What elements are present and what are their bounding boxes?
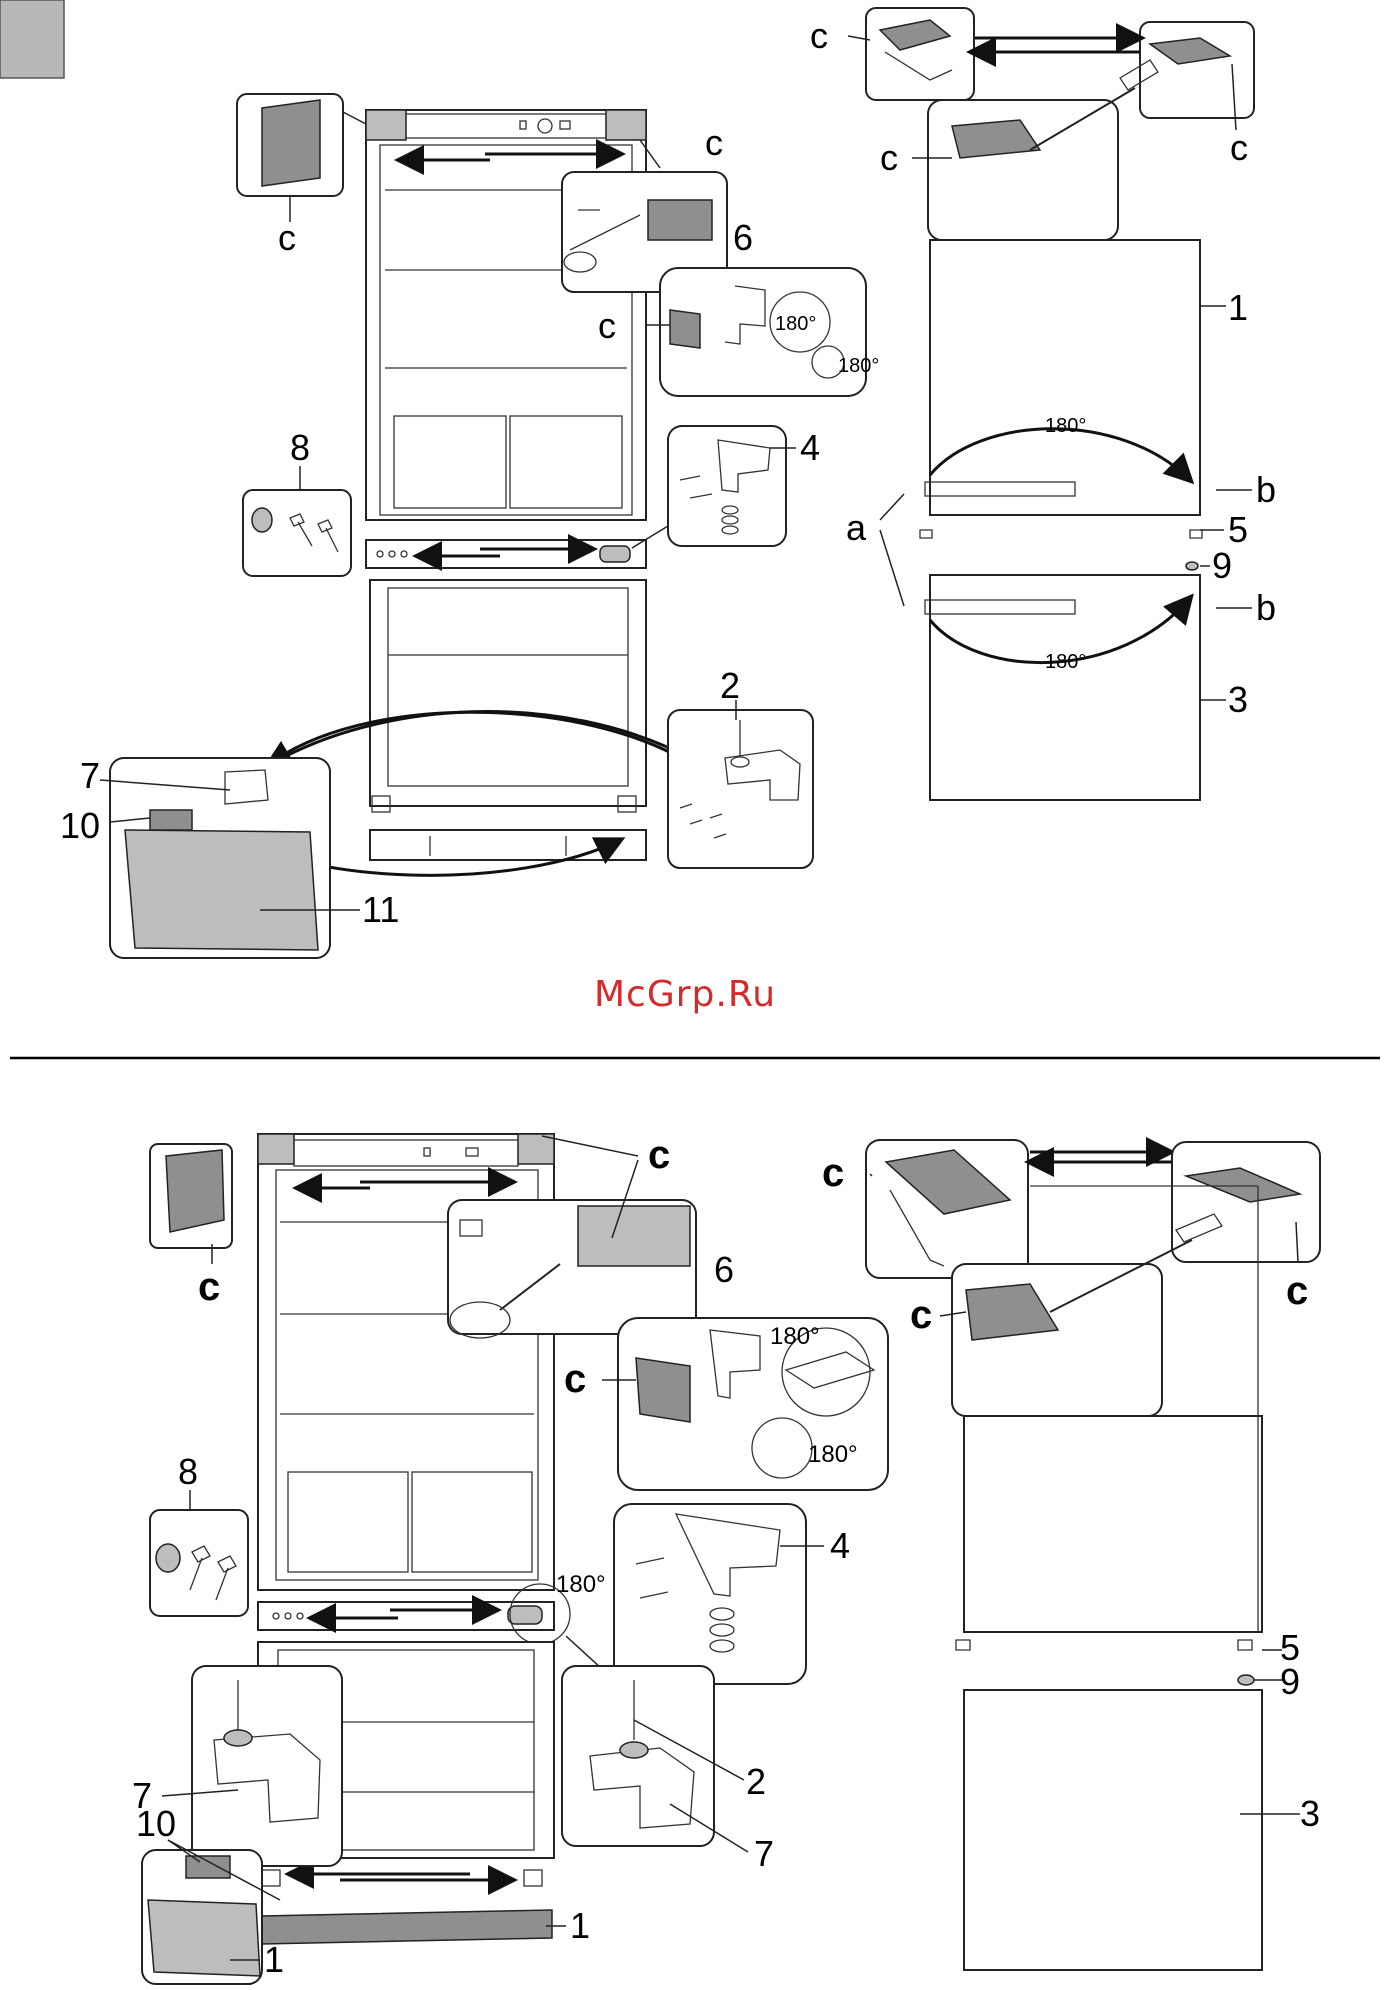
label-10-top: 10 bbox=[60, 805, 100, 846]
label-3-bottom: 3 bbox=[1300, 1793, 1320, 1834]
degree-180-e: 180° bbox=[770, 1323, 820, 1350]
label-11-top: 11 bbox=[362, 889, 399, 930]
label-c-r2: c bbox=[1286, 1269, 1308, 1313]
label-1-top: 1 bbox=[1228, 287, 1248, 328]
label-c-topright-1: c bbox=[810, 15, 828, 56]
inset-top-hinge bbox=[645, 268, 866, 396]
label-9-top: 9 bbox=[1212, 545, 1232, 586]
label-c-top: c bbox=[648, 1133, 670, 1177]
label-c-hinge-cover: c bbox=[598, 305, 616, 346]
label-6-top: 6 bbox=[733, 217, 753, 258]
top-diagram: c c c 6 180° 180° bbox=[60, 8, 1276, 958]
degree-180-b: 180° bbox=[838, 355, 879, 377]
label-1-bottom-b: 1 bbox=[264, 1939, 284, 1980]
label-9-bottom: 9 bbox=[1280, 1661, 1300, 1702]
label-3-top: 3 bbox=[1228, 679, 1248, 720]
degree-180-c: 180° bbox=[1045, 415, 1086, 437]
inset-middle-hinge bbox=[632, 426, 796, 548]
label-5-top: 5 bbox=[1228, 509, 1248, 550]
label-c-r3: c bbox=[910, 1293, 932, 1337]
label-2-top: 2 bbox=[720, 665, 740, 706]
degree-180-f: 180° bbox=[808, 1441, 858, 1468]
label-c-r1: c bbox=[822, 1151, 844, 1195]
degree-180-d: 180° bbox=[1045, 651, 1086, 673]
label-2-bottom: 2 bbox=[746, 1761, 766, 1802]
degree-180-a: 180° bbox=[775, 313, 816, 335]
label-a-top: a bbox=[846, 507, 867, 548]
label-8-top: 8 bbox=[290, 427, 310, 468]
label-10-bottom: 10 bbox=[136, 1803, 176, 1844]
label-b2-top: b bbox=[1256, 587, 1276, 628]
label-1-bottom-a: 1 bbox=[570, 1905, 590, 1946]
inset-bottom-hinge bbox=[668, 700, 813, 868]
label-c-top-right-hinge: c bbox=[705, 122, 723, 163]
label-6-bottom: 6 bbox=[714, 1249, 734, 1290]
label-c-topright-3: c bbox=[880, 137, 898, 178]
label-c-hinge: c bbox=[564, 1357, 586, 1401]
page-corner-tab bbox=[0, 0, 64, 78]
label-7-bottom-b: 7 bbox=[754, 1833, 774, 1874]
label-7-top: 7 bbox=[80, 755, 100, 796]
label-4-bottom: 4 bbox=[830, 1525, 850, 1566]
inset-door-cap bbox=[237, 94, 366, 222]
watermark: McGrp.Ru bbox=[594, 974, 776, 1015]
label-c-left-inset: c bbox=[278, 217, 296, 258]
degree-180-g: 180° bbox=[556, 1571, 606, 1598]
label-c-topright-2: c bbox=[1230, 127, 1248, 168]
inset-bottom-left bbox=[100, 758, 360, 958]
fridge-lower-cabinet bbox=[370, 580, 646, 812]
inset-screw-caps bbox=[243, 466, 351, 576]
plinth bbox=[370, 830, 646, 860]
label-c-left: c bbox=[198, 1265, 220, 1309]
label-8-bottom: 8 bbox=[178, 1451, 198, 1492]
bottom-diagram: c c 6 c 180° 180° 8 180° bbox=[132, 1133, 1320, 1984]
right-door-assembly bbox=[848, 8, 1254, 800]
label-4-top: 4 bbox=[800, 427, 820, 468]
label-b1-top: b bbox=[1256, 469, 1276, 510]
